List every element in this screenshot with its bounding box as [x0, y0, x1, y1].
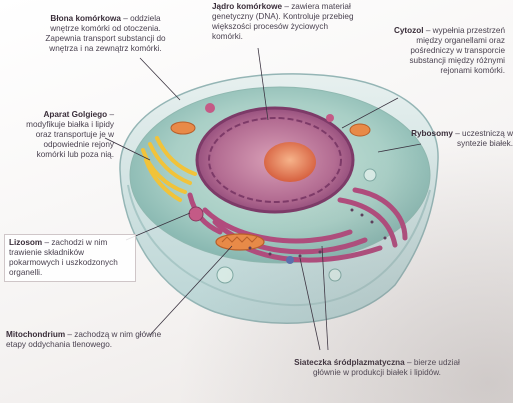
lysosome-name: Lizosom	[9, 238, 43, 247]
mitochondrion-name: Mitochondrium	[6, 330, 66, 339]
label-lysosome: Lizosom – zachodzi w nim trawienie skład…	[4, 234, 136, 282]
mitochondrion-desc: – zachodzą w nim główne etapy oddychania…	[6, 330, 162, 349]
nucleolus	[264, 142, 316, 182]
nucleus-desc: – zawiera materiał genetyczny (DNA). Kon…	[212, 2, 354, 41]
mitochondria	[170, 121, 371, 251]
nuclear-envelope-inner	[208, 117, 342, 203]
leader-lines	[104, 47, 422, 351]
cytosol-desc: – wypełnia przestrzeń między organellami…	[409, 26, 505, 75]
label-mitochondrion: Mitochondrium – zachodzą w nim główne et…	[6, 330, 171, 350]
membrane-rim	[127, 184, 431, 307]
cytosol-name: Cytozol	[393, 26, 424, 35]
golgi-apparatus	[141, 136, 197, 202]
ribosomes-desc: – uczestniczą w syntezie białek.	[455, 129, 513, 148]
label-er: Siateczka śródplazmatyczna – bierze udzi…	[287, 358, 467, 378]
membrane-name: Błona komórkowa	[50, 14, 121, 23]
label-golgi: Aparat Golgiego – modyfikuje białka i li…	[22, 110, 114, 160]
ribosomes-name: Rybosomy	[411, 129, 453, 138]
nucleus-name: Jądro komórkowe	[212, 2, 283, 11]
er-desc: – bierze udział głównie w produkcji biał…	[313, 358, 460, 377]
label-membrane: Błona komórkowa – oddziela wnętrze komór…	[38, 14, 173, 54]
lysosome-desc: – zachodzi w nim trawienie składników po…	[9, 238, 118, 277]
golgi-desc: – modyfikuje białka i lipidy oraz transp…	[26, 110, 114, 159]
label-cytosol: Cytozol – wypełnia przestrzeń między org…	[390, 26, 505, 76]
lysosomes	[188, 103, 377, 284]
er-name: Siateczka śródplazmatyczna	[294, 358, 405, 367]
label-ribosomes: Rybosomy – uczestniczą w syntezie białek…	[404, 129, 513, 149]
label-nucleus: Jądro komórkowe – zawiera materiał genet…	[212, 2, 357, 42]
membrane-desc: – oddziela wnętrze komórki od otoczenia.…	[45, 14, 166, 53]
golgi-name: Aparat Golgiego	[43, 110, 108, 119]
ribosomes	[248, 208, 387, 258]
